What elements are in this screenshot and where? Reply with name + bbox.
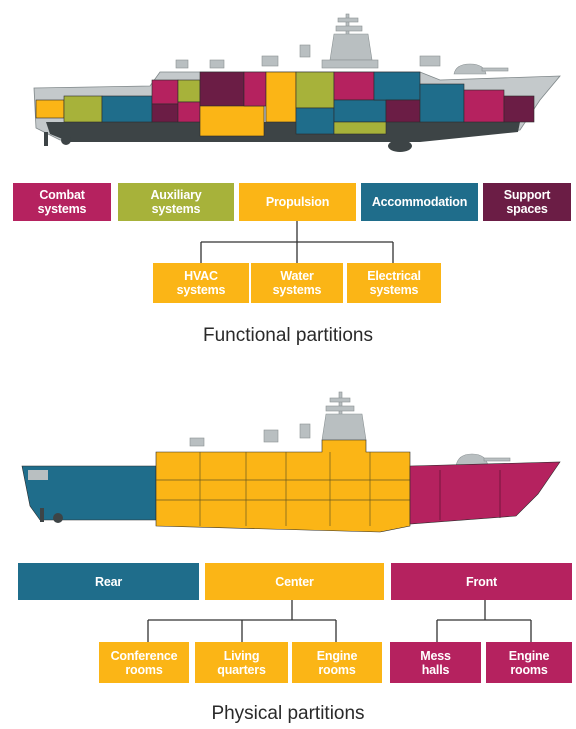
subcategory-label: Living quarters [217, 648, 266, 677]
subcategory-label: Engine rooms [508, 648, 550, 677]
category-label: Auxiliary systems [150, 188, 202, 216]
subcategory-label: Conference rooms [110, 648, 178, 677]
subcategory-conference-rooms: Conference rooms [99, 642, 189, 683]
subcategory-electrical-systems: Electrical systems [347, 263, 441, 303]
subcategory-label: Engine rooms [316, 648, 358, 677]
category-label: Accommodation [371, 195, 468, 209]
ship-rear-section [21, 465, 157, 521]
category-label: Combat systems [37, 188, 87, 216]
subcategory-hvac-systems: HVAC systems [153, 263, 249, 303]
category-rear: Rear [18, 563, 199, 600]
ship-center-section [155, 439, 411, 533]
category-center: Center [205, 563, 384, 600]
functional-caption: Functional partitions [202, 325, 374, 346]
category-label: Rear [95, 574, 122, 589]
ship-gun [453, 63, 509, 75]
category-combat-systems: Combat systems [13, 183, 111, 221]
category-label: Propulsion [265, 195, 330, 209]
subcategory-label: Water systems [272, 269, 322, 297]
physical-caption: Physical partitions [211, 703, 365, 724]
subcategory-label: Mess halls [420, 648, 451, 677]
functional-ship-illustration [33, 13, 561, 152]
category-label: Front [466, 574, 497, 589]
subcategory-living-quarters: Living quarters [195, 642, 288, 683]
category-propulsion: Propulsion [239, 183, 356, 221]
ship-keel [46, 122, 520, 142]
ship-propeller [44, 132, 412, 152]
category-auxiliary-systems: Auxiliary systems [118, 183, 234, 221]
category-label: Center [275, 574, 314, 589]
ship-gun [455, 453, 511, 467]
category-accommodation: Accommodation [361, 183, 478, 221]
physical-ship-illustration [21, 391, 561, 533]
category-support-spaces: Support spaces [483, 183, 571, 221]
ship-mast [189, 391, 367, 447]
ship-mast [175, 13, 441, 69]
category-front: Front [391, 563, 572, 600]
ship-front-section [409, 461, 561, 525]
ship-compartments [35, 71, 535, 137]
subcategory-engine-rooms-center: Engine rooms [292, 642, 382, 683]
category-label: Support spaces [503, 188, 551, 216]
subcategory-water-systems: Water systems [251, 263, 343, 303]
subcategory-label: HVAC systems [176, 269, 226, 297]
subcategory-mess-halls: Mess halls [390, 642, 481, 683]
subcategory-engine-rooms-front: Engine rooms [486, 642, 572, 683]
subcategory-label: Electrical systems [367, 269, 421, 297]
ship-propeller [40, 508, 63, 523]
